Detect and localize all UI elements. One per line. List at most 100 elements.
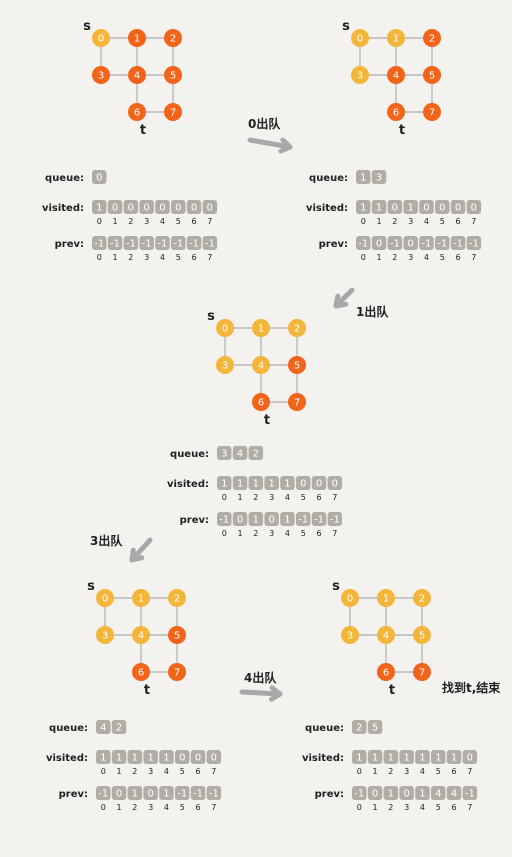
graph-node-1	[387, 29, 405, 47]
visited-value: 1	[163, 753, 169, 764]
graph-node-label: 5	[170, 71, 176, 82]
queue-value: 2	[356, 723, 362, 734]
visited-cell	[450, 200, 466, 214]
prev-index: 2	[388, 803, 393, 812]
graph-node-label: 4	[393, 71, 399, 82]
prev-index: 3	[404, 803, 409, 812]
visited-value: 0	[455, 203, 461, 214]
visited-index: 6	[456, 217, 461, 226]
visited-cell	[311, 476, 327, 490]
visited-cell	[383, 750, 399, 764]
queue-value: 3	[376, 173, 382, 184]
prev-value: 1	[253, 515, 259, 526]
prev-index: 3	[144, 253, 149, 262]
graph-node-label: 4	[383, 631, 389, 642]
queue-label: queue:	[170, 449, 209, 460]
transition-arrow-3	[239, 685, 283, 702]
prev-cell	[383, 786, 399, 800]
queue-value: 4	[100, 723, 106, 734]
visited-index: 1	[117, 767, 122, 776]
graph-node-5	[413, 626, 431, 644]
prev-cell	[127, 786, 143, 800]
graph-node-1	[128, 29, 146, 47]
prev-cell	[155, 236, 170, 250]
prev-index: 6	[317, 529, 322, 538]
visited-index: 0	[97, 217, 102, 226]
graph-node-label: 0	[347, 594, 353, 605]
visited-index: 0	[101, 767, 106, 776]
graph-node-label: 2	[429, 34, 435, 45]
visited-index: 7	[211, 767, 216, 776]
graph-node-3	[92, 66, 110, 84]
arrow-head	[278, 137, 293, 154]
visited-index: 3	[404, 767, 409, 776]
graph-node-4	[387, 66, 405, 84]
prev-cell	[435, 236, 450, 250]
visited-label: visited:	[167, 479, 209, 490]
graph-node-label: 6	[138, 668, 144, 679]
visited-cell	[127, 750, 143, 764]
prev-index: 6	[456, 253, 461, 262]
visited-cell	[143, 750, 158, 764]
visited-cell	[111, 750, 127, 764]
visited-value: 0	[175, 203, 181, 214]
visited-index: 5	[440, 217, 445, 226]
visited-cell	[175, 750, 190, 764]
graph-node-2	[413, 589, 431, 607]
prev-value: -1	[98, 789, 108, 800]
graph-node-0	[341, 589, 359, 607]
visited-index: 7	[471, 217, 476, 226]
prev-value: 1	[163, 789, 169, 800]
graph-node-6	[252, 393, 270, 411]
prev-index: 2	[392, 253, 397, 262]
prev-value: 0	[376, 239, 382, 250]
prev-cell	[296, 512, 311, 526]
visited-index: 4	[424, 217, 429, 226]
visited-index: 4	[420, 767, 425, 776]
visited-cell	[96, 750, 111, 764]
visited-value: 1	[372, 753, 378, 764]
graph-node-label: 2	[174, 594, 180, 605]
visited-index: 1	[377, 217, 382, 226]
graph-node-6	[132, 663, 150, 681]
prev-index: 2	[132, 803, 137, 812]
visited-cell	[159, 750, 174, 764]
visited-index: 2	[128, 217, 133, 226]
target-label: t	[264, 413, 270, 428]
prev-cell	[415, 786, 430, 800]
prev-index: 3	[269, 529, 274, 538]
visited-index: 4	[164, 767, 169, 776]
visited-cell	[327, 476, 343, 490]
transition-label-3: 4出队	[244, 670, 277, 685]
queue-cell	[248, 446, 264, 460]
visited-value: 1	[451, 753, 457, 764]
visited-value: 1	[419, 753, 425, 764]
arrow-shaft	[129, 537, 153, 563]
prev-cell	[446, 786, 462, 800]
prev-value: -1	[469, 239, 479, 250]
visited-cell	[371, 200, 387, 214]
visited-value: 1	[356, 753, 362, 764]
visited-cell	[431, 750, 446, 764]
prev-index: 1	[117, 803, 122, 812]
prev-index: 1	[113, 253, 118, 262]
visited-cell	[217, 476, 232, 490]
prev-cell	[327, 512, 343, 526]
visited-value: 1	[435, 753, 441, 764]
prev-value: -1	[219, 515, 229, 526]
graph-node-label: 1	[383, 594, 389, 605]
visited-label: visited:	[42, 203, 84, 214]
visited-cell	[446, 750, 462, 764]
visited-index: 5	[301, 493, 306, 502]
visited-cell	[356, 200, 371, 214]
prev-value: -1	[193, 789, 203, 800]
target-label: t	[144, 683, 150, 698]
queue-label: queue:	[45, 173, 84, 184]
queue-value: 0	[96, 173, 102, 184]
prev-value: 1	[419, 789, 425, 800]
prev-value: -1	[314, 515, 324, 526]
visited-index: 3	[408, 217, 413, 226]
